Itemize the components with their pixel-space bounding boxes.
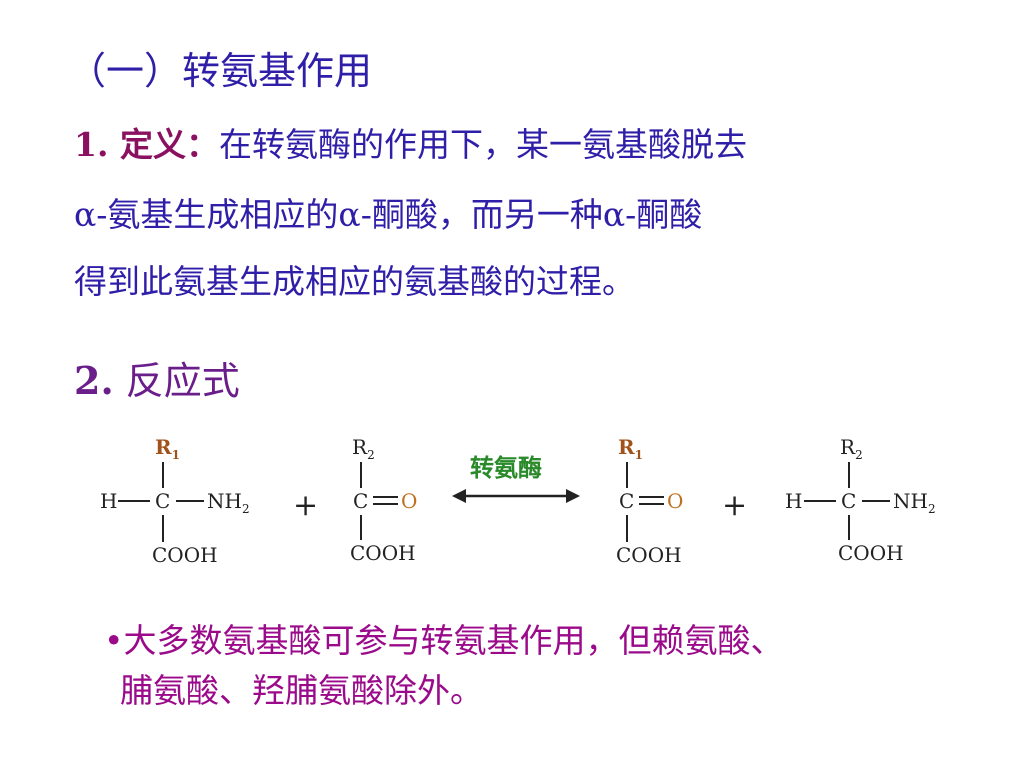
c-atom: C (841, 489, 856, 513)
definition-line-1: 1. 定义：在转氨酶的作用下，某一氨基酸脱去 (74, 118, 747, 166)
carboxyl-group: COOH (350, 541, 416, 565)
section-number: 2. (74, 358, 114, 403)
carboxyl-group: COOH (838, 541, 904, 565)
oxygen-atom: O (401, 489, 417, 513)
note-line-1: •大多数氨基酸可参与转氨基作用，但赖氨酸、 (104, 614, 783, 662)
r1-label: R1 (618, 435, 643, 462)
c-atom: C (619, 489, 634, 513)
oxygen-atom: O (667, 489, 683, 513)
bullet: • (104, 621, 124, 660)
definition-text-1: 在转氨酶的作用下，某一氨基酸脱去 (218, 125, 747, 164)
arrow-head-left (452, 489, 466, 503)
transamination-reaction-diagram: R1 H C NH2 COOH + R2 C O COOH 转氨酶 R1 C O… (100, 435, 936, 567)
c-atom: C (353, 489, 368, 513)
r2-label: R2 (352, 435, 375, 462)
h-atom: H (100, 489, 117, 513)
amino-group: NH2 (893, 489, 936, 516)
plus-sign-1: + (293, 488, 318, 523)
definition-line-3: 得到此氨基生成相应的氨基酸的过程。 (74, 262, 635, 301)
section-label: 反应式 (125, 359, 240, 403)
note-line-2: 脯氨酸、羟脯氨酸除外。 (120, 671, 483, 710)
carboxyl-group: COOH (152, 543, 218, 567)
keto-acid-1: R1 C O COOH (616, 435, 683, 567)
r2-label: R2 (840, 435, 863, 462)
arrow-head-right (566, 489, 580, 503)
note-text-1: 大多数氨基酸可参与转氨基作用，但赖氨酸、 (123, 621, 784, 660)
page-title: （一）转氨基作用 (68, 49, 373, 93)
definition-line-2: α-氨基生成相应的α-酮酸，而另一种α-酮酸 (74, 195, 703, 234)
r1-label: R1 (155, 435, 180, 462)
amino-acid-2: R2 H C NH2 COOH (785, 435, 936, 565)
reversible-arrow (452, 489, 580, 503)
section-reaction-heading: 2. 反应式 (74, 350, 240, 405)
enzyme-label: 转氨酶 (470, 453, 542, 482)
amino-group: NH2 (207, 489, 250, 516)
h-atom: H (785, 489, 802, 513)
c-atom: C (155, 489, 170, 513)
definition-label: 1. 定义： (74, 125, 219, 164)
plus-sign-2: + (722, 488, 747, 523)
keto-acid-2: R2 C O COOH (350, 435, 417, 565)
amino-acid-1: R1 H C NH2 COOH (100, 435, 250, 567)
carboxyl-group: COOH (616, 543, 682, 567)
